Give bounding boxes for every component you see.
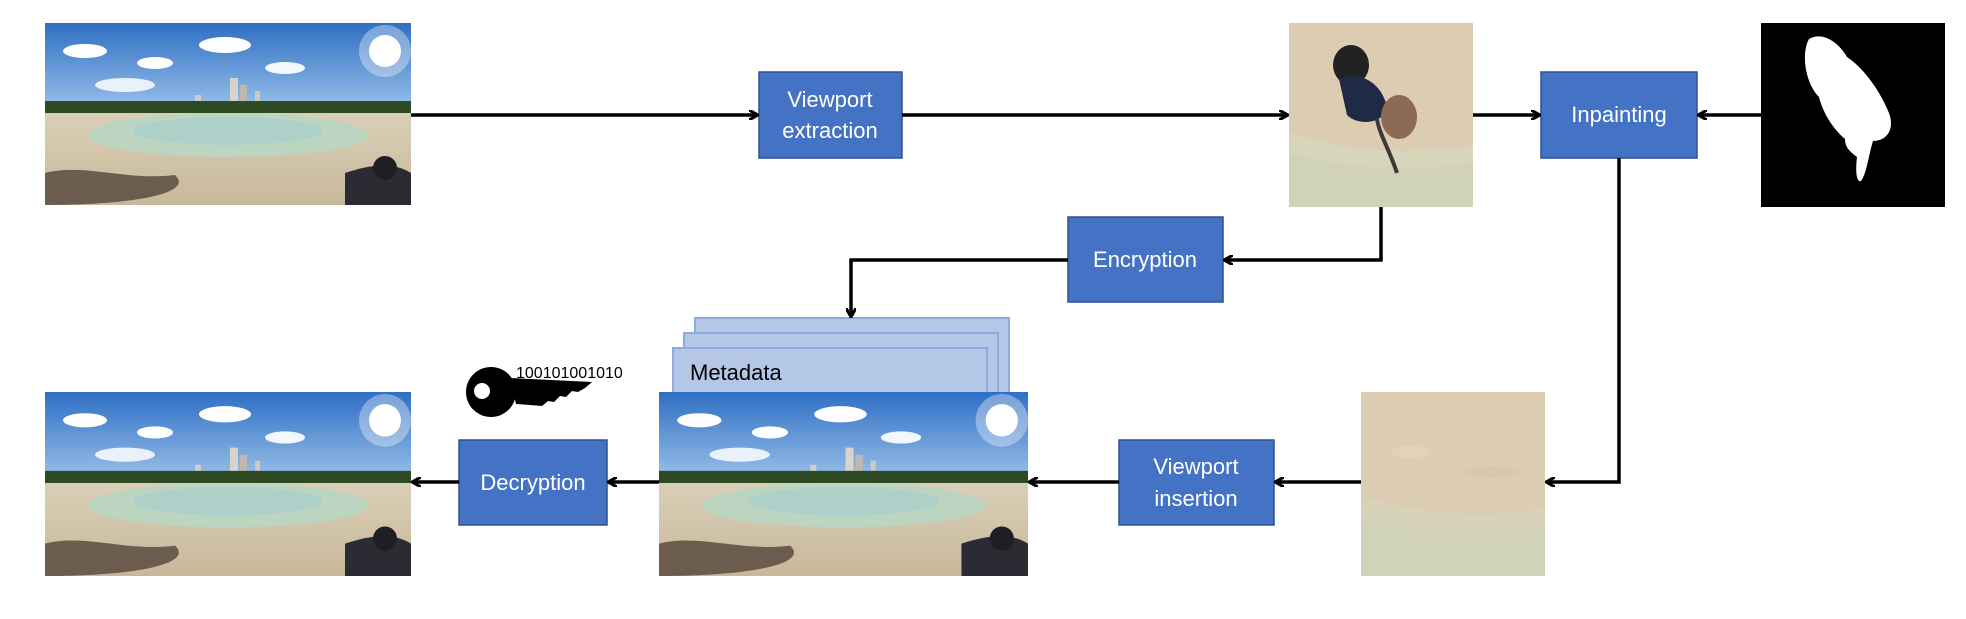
viewport-insertion-line-1: Viewport: [1153, 454, 1238, 479]
encryption-label: Encryption: [1093, 247, 1197, 272]
arrow-encryption-to-metadata: [851, 258, 1068, 316]
viewport-extraction-box: Viewport extraction: [758, 71, 903, 159]
inpainted-viewport-image: [1361, 392, 1545, 576]
decrypted-panorama: [45, 392, 411, 576]
key-bits-label: 100101001010: [516, 365, 623, 382]
encryption-box: Encryption: [1067, 216, 1224, 303]
metadata-stack: Metadata: [672, 317, 1010, 395]
arrow-inpainting-to-inpainted-viewport: [1547, 158, 1621, 482]
viewport-extraction-line-1: Viewport: [787, 87, 872, 112]
inpainting-label: Inpainting: [1571, 102, 1666, 127]
inpainting-box: Inpainting: [1540, 71, 1698, 159]
input-panorama: [45, 23, 411, 205]
mask-image: [1761, 23, 1945, 207]
decryption-box: Decryption: [458, 439, 608, 526]
key-icon: 100101001010: [466, 365, 623, 417]
viewport-image: [1289, 23, 1473, 207]
viewport-extraction-line-2: extraction: [782, 118, 877, 143]
viewport-insertion-line-2: insertion: [1154, 486, 1237, 511]
decryption-label: Decryption: [480, 470, 585, 495]
arrow-viewport-to-encryption: [1225, 207, 1383, 260]
viewport-insertion-box: Viewport insertion: [1118, 439, 1275, 526]
metadata-label: Metadata: [690, 360, 782, 385]
